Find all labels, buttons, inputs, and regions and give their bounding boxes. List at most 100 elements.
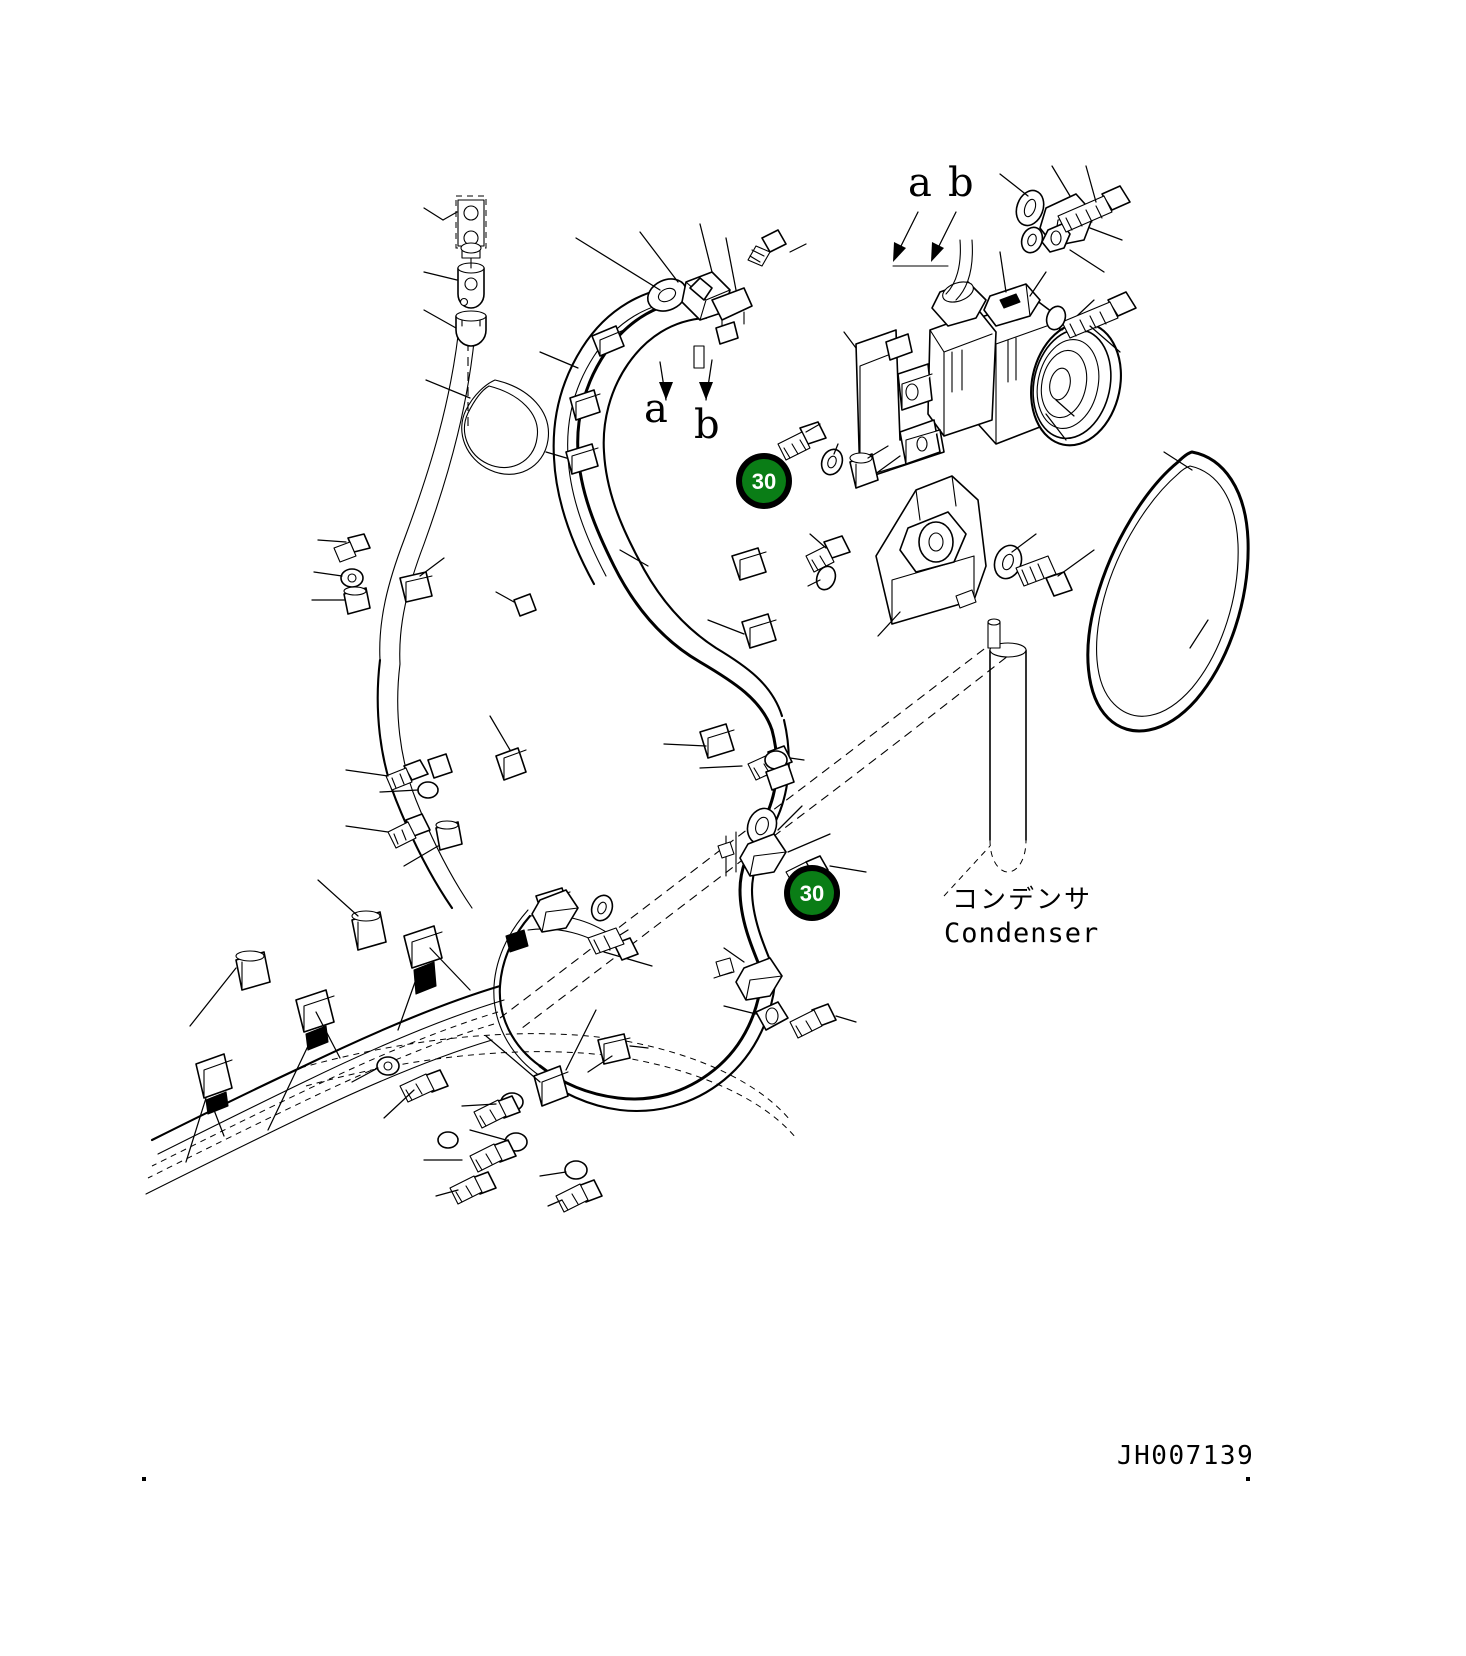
leader-bolt-uc [789, 243, 807, 253]
arrow-head-mid-b [699, 382, 713, 400]
leader-bushing-lf1 [189, 967, 237, 1027]
hose-bundle-strand-4-hidden [147, 1023, 495, 1179]
clamp-bundle-left-strap [205, 1091, 229, 1115]
clamp-lower-1 [597, 1033, 631, 1065]
descender-hardware [764, 750, 795, 791]
nut-desc [765, 763, 795, 791]
leader-washer-bu [833, 443, 839, 455]
compressor-body-ribs [1007, 337, 1017, 383]
leader-compressor-top [1029, 271, 1047, 297]
leader-bolt-ll1 [345, 769, 389, 777]
leader-bolt-cm3 [699, 765, 743, 769]
bolt-llc3-shank [469, 1143, 503, 1173]
bolt-head-uc [761, 229, 787, 253]
hose-upper-secondary-inner [567, 299, 689, 577]
condenser-receiver-tube [943, 618, 1027, 897]
compressor-rear-ribs [951, 349, 963, 393]
condenser-stub-rim [987, 618, 1001, 626]
leader-manifold [999, 251, 1007, 293]
bolt-llc-5 [555, 1179, 603, 1213]
leader-clamp-left-1 [419, 557, 445, 577]
leader-washer-lb2 [1011, 533, 1037, 553]
nut-lr-bore [765, 1007, 779, 1025]
upper-hose-fitting-cluster [425, 223, 807, 463]
leader-nut-lr [723, 1005, 757, 1015]
leader-clamp-bundle-right [397, 967, 421, 1031]
bolt-bu-shank [777, 431, 811, 461]
leader-nut-ur [1089, 227, 1123, 241]
clamp-bundle-left [195, 1053, 233, 1099]
bushing-ml-1-rim [343, 586, 367, 596]
section-letter-mid-b: b [694, 402, 720, 448]
bolt-lb1-threads [811, 555, 827, 571]
v-belt-outer [1086, 450, 1250, 733]
washer-ur-1-bore [1023, 198, 1037, 218]
leader-washer-lb1 [807, 579, 821, 587]
lower-left-clamp-chain [185, 879, 653, 1213]
compressor-mount-hardware-lower [805, 533, 1095, 597]
leader-bushing-ll1 [403, 845, 439, 867]
tensioner-arm-edges [915, 475, 957, 521]
nut-ur-bore [1050, 230, 1062, 246]
clamp-mid-3-face [707, 729, 735, 759]
hose-dashed-arc-1 [299, 1033, 791, 1121]
callout-badge-lower[interactable]: 30 [784, 865, 840, 921]
clamp-bundle-mid-strap [305, 1025, 329, 1051]
callout-upper-disc [742, 459, 786, 503]
fitting-ring-lower-bore [755, 816, 769, 836]
hose-coil-loop-inner [464, 385, 539, 469]
leader-washer-ml1 [313, 571, 343, 577]
hose-upper-secondary [552, 284, 692, 586]
clamp-upper-2-face [575, 393, 601, 421]
bolt-lb1-shank [805, 545, 835, 573]
drawing-number: JH007139 [1117, 1441, 1254, 1471]
leader-switch-bracket [442, 211, 458, 221]
hose-eyelet-bore [657, 287, 677, 303]
leader-washer-llc3 [469, 1129, 507, 1141]
leader-connector-ur [1051, 165, 1071, 197]
leader-bracket-plate [843, 331, 857, 349]
hose-left-lower-outer [376, 658, 454, 910]
clamp-bundle-mid-face [303, 995, 335, 1033]
leader-bolt-llc5 [547, 1199, 563, 1207]
washer-ur-3 [1045, 305, 1067, 331]
bolt-lb-2 [1015, 555, 1073, 597]
leader-bolt-llc4 [435, 1189, 459, 1197]
leader-clamp-bundle-mid-2 [315, 1011, 341, 1059]
compressor-suction-hose [945, 239, 961, 295]
hose-bundle-strand-2 [157, 999, 505, 1155]
section-arrows-mid: a b [644, 359, 720, 448]
section-letter-mid-a: a [644, 386, 668, 432]
fitting-retainer-clip [715, 321, 739, 345]
bolt-ur-top [1057, 185, 1131, 233]
leader-fitting-block [639, 231, 679, 283]
fitting-tab-lr [715, 957, 735, 977]
leader-bolt-ur1 [1085, 165, 1097, 203]
callout-badge-upper[interactable]: 30 [736, 453, 792, 509]
compressor-rear-corner [929, 329, 945, 353]
compressor-clutch-hub [1049, 367, 1071, 401]
condenser-label-japanese: コンデンサ [952, 885, 1092, 915]
bushing-ll-1-rim [435, 820, 459, 830]
center-joint-hardware [505, 889, 639, 961]
bolt-ur-threads-2 [1069, 311, 1107, 337]
leader-washer-llc1 [351, 1067, 379, 1083]
bracket-bolt-hole-low [916, 436, 928, 452]
bolt-center-joint [587, 927, 639, 961]
leader-valve-body [423, 271, 458, 281]
valve-cap [455, 315, 487, 347]
fitting-block-lower-face [749, 851, 787, 877]
pressure-switch-assembly [423, 195, 487, 347]
arrow-head-top-b [931, 242, 944, 262]
bolt-ml-1 [333, 533, 371, 563]
clamp-bundle-right-face [411, 931, 443, 969]
clip-center-left [513, 593, 537, 617]
condenser-label-english: Condenser [944, 918, 1099, 949]
clamp-lower-1-face [603, 1037, 631, 1065]
clamp-upper-3 [565, 443, 599, 475]
section-arrows-top: a b [892, 160, 974, 267]
bolt-ll1-threads [391, 773, 405, 789]
fitting-flange-plate [711, 287, 753, 321]
condenser-line-upper-hidden [499, 639, 997, 1019]
bolt-ll-2 [387, 813, 431, 849]
